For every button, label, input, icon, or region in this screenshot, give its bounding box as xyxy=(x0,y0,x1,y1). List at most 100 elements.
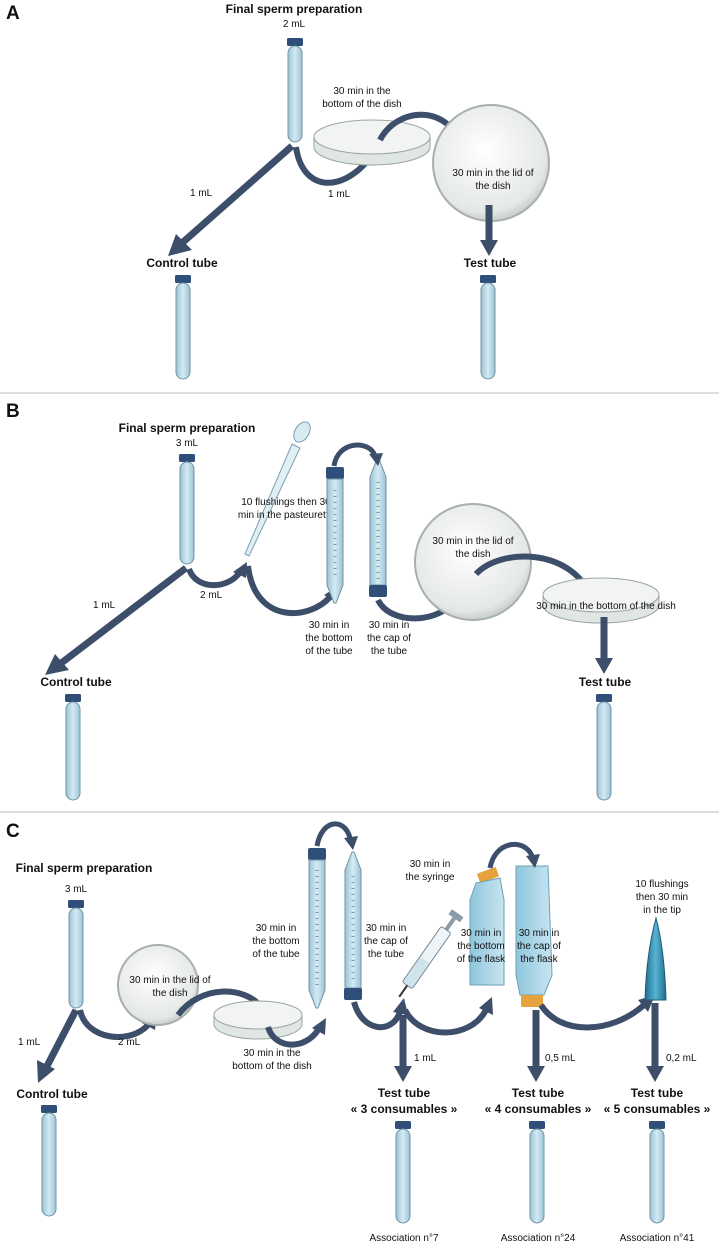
panel-b-title: Final sperm preparation xyxy=(119,421,256,435)
test4-label-line1: Test tube xyxy=(512,1086,565,1100)
culture-flask-inverted xyxy=(515,865,553,1007)
step-dish-lid-c-line1: 30 min in the lid of xyxy=(129,975,210,986)
step-dish-bottom-c-line2: bottom of the dish xyxy=(232,1061,312,1072)
step-dish-bottom-a-line1: 30 min in the xyxy=(333,86,391,97)
pasteurette-icon xyxy=(244,421,311,557)
arrow-tube-flip-b xyxy=(331,442,378,467)
step-flask-bottom-line2: the bottom xyxy=(457,941,504,952)
arrow-to-tip xyxy=(538,1002,646,1031)
step-pasteurette-line1: 10 flushings then 30 xyxy=(241,497,331,508)
association-24: Association n°24 xyxy=(501,1233,576,1244)
petri-dish-lid-c xyxy=(117,944,199,1026)
arrowhead-tube-flip-b xyxy=(369,453,383,466)
arrowhead-test-a xyxy=(480,240,498,256)
step-tip-line3: in the tip xyxy=(643,905,681,916)
arrow-to-syringe xyxy=(351,1001,403,1031)
arrow-to-pasteurette xyxy=(186,567,243,589)
volume-process-c: 2 mL xyxy=(118,1037,141,1048)
test3-label-line2: « 3 consumables » xyxy=(351,1102,458,1116)
panel-b: B Final sperm preparation 3 mL 10 flushi… xyxy=(6,401,676,801)
step-flask-cap-line3: the flask xyxy=(520,954,558,965)
arrowhead-tube-c xyxy=(312,1018,326,1035)
arrowhead-test-b xyxy=(595,658,613,674)
panel-c: C Final sperm preparation 3 mL 1 mL 2 mL… xyxy=(6,821,711,1244)
step-flask-bottom-line3: of the flask xyxy=(457,954,506,965)
arrow-to-tube-bottom-b xyxy=(245,565,333,616)
panel-a-volume: 2 mL xyxy=(283,19,306,30)
arrow-to-control-a xyxy=(168,143,295,256)
panel-c-letter: C xyxy=(6,821,20,842)
step-flask-cap-line1: 30 min in xyxy=(519,928,560,939)
control-tube-label-b: Control tube xyxy=(40,675,112,689)
step-tube-cap-b-line2: the cap of xyxy=(367,633,411,644)
step-flask-bottom-line1: 30 min in xyxy=(461,928,502,939)
arrowhead-test3 xyxy=(394,1066,412,1082)
volume-control-c: 1 mL xyxy=(18,1037,41,1048)
volume-test5: 0,2 mL xyxy=(666,1053,697,1064)
arrowhead-flask xyxy=(479,997,493,1015)
test-tube-label-b: Test tube xyxy=(579,675,632,689)
source-tube-b xyxy=(179,454,195,565)
step-tube-cap-b-line1: 30 min in xyxy=(369,620,410,631)
control-tube-label-a: Control tube xyxy=(146,256,218,270)
syringe-icon xyxy=(398,909,464,998)
petri-dish-bottom-a xyxy=(313,119,431,166)
panel-a-title: Final sperm preparation xyxy=(226,2,363,16)
test3-label-line1: Test tube xyxy=(378,1086,431,1100)
conical-tube-inverted-b xyxy=(369,458,387,597)
panel-a-letter: A xyxy=(6,3,20,24)
arrow-to-dish-a xyxy=(293,146,373,186)
culture-flask-upright xyxy=(469,867,505,986)
step-dish-lid-a-line1: 30 min in the lid of xyxy=(452,168,533,179)
step-tube-bottom-b-line3: of the tube xyxy=(305,646,353,657)
step-tube-bottom-c-line1: 30 min in xyxy=(256,923,297,934)
conical-tube-upright-b xyxy=(326,467,344,604)
volume-test3: 1 mL xyxy=(414,1053,437,1064)
association-7: Association n°7 xyxy=(369,1233,438,1244)
panel-b-letter: B xyxy=(6,401,20,422)
panel-b-volume: 3 mL xyxy=(176,438,199,449)
step-syringe-line1: 30 min in xyxy=(410,859,451,870)
test5-label-line1: Test tube xyxy=(631,1086,684,1100)
arrow-flask-flip xyxy=(487,841,535,869)
conical-tube-upright-c xyxy=(308,848,326,1009)
association-41: Association n°41 xyxy=(620,1233,695,1244)
control-tube-c xyxy=(41,1105,57,1217)
step-tube-cap-c-line1: 30 min in xyxy=(366,923,407,934)
test-tube-label-a: Test tube xyxy=(464,256,517,270)
step-dish-lid-b-line2: the dish xyxy=(455,549,490,560)
control-tube-b xyxy=(65,694,81,801)
step-tube-cap-c-line3: the tube xyxy=(368,949,405,960)
test5-label-line2: « 5 consumables » xyxy=(604,1102,711,1116)
arrow-to-flask xyxy=(402,1008,489,1036)
panel-a: A Final sperm preparation 2 mL 1 mL 1 mL… xyxy=(6,2,550,380)
arrowhead-tube-flip-c xyxy=(344,836,358,850)
step-dish-bottom-a-line2: bottom of the dish xyxy=(322,99,402,110)
step-dish-lid-c-line2: the dish xyxy=(152,988,187,999)
panel-c-title: Final sperm preparation xyxy=(16,861,153,875)
step-tube-bottom-b-line1: 30 min in xyxy=(309,620,350,631)
step-dish-lid-a-line2: the dish xyxy=(475,181,510,192)
arrow-tube-flip-c xyxy=(314,821,353,847)
step-dish-bottom-b: 30 min in the bottom of the dish xyxy=(536,601,676,612)
test-tube-a xyxy=(480,275,496,380)
volume-test4: 0,5 mL xyxy=(545,1053,576,1064)
arrow-to-control-c xyxy=(37,1008,80,1083)
step-dish-bottom-c-line1: 30 min in the xyxy=(243,1048,301,1059)
pipette-tip-icon xyxy=(644,916,667,1001)
volume-control-a: 1 mL xyxy=(190,188,213,199)
step-tube-bottom-c-line2: the bottom xyxy=(252,936,299,947)
step-syringe-line2: the syringe xyxy=(406,872,455,883)
petri-dish-lid-b xyxy=(414,503,532,621)
control-tube-label-c: Control tube xyxy=(16,1087,88,1101)
volume-control-b: 1 mL xyxy=(93,600,116,611)
arrow-to-lid-c xyxy=(77,1009,151,1040)
control-tube-a xyxy=(175,275,191,380)
petri-dish-lid-a xyxy=(432,104,550,222)
conical-tube-inverted-c xyxy=(344,851,362,1000)
step-dish-lid-b-line1: 30 min in the lid of xyxy=(432,536,513,547)
test-tube-5-consumables xyxy=(649,1121,665,1224)
step-flask-cap-line2: the cap of xyxy=(517,941,561,952)
step-tube-cap-b-line3: the tube xyxy=(371,646,408,657)
